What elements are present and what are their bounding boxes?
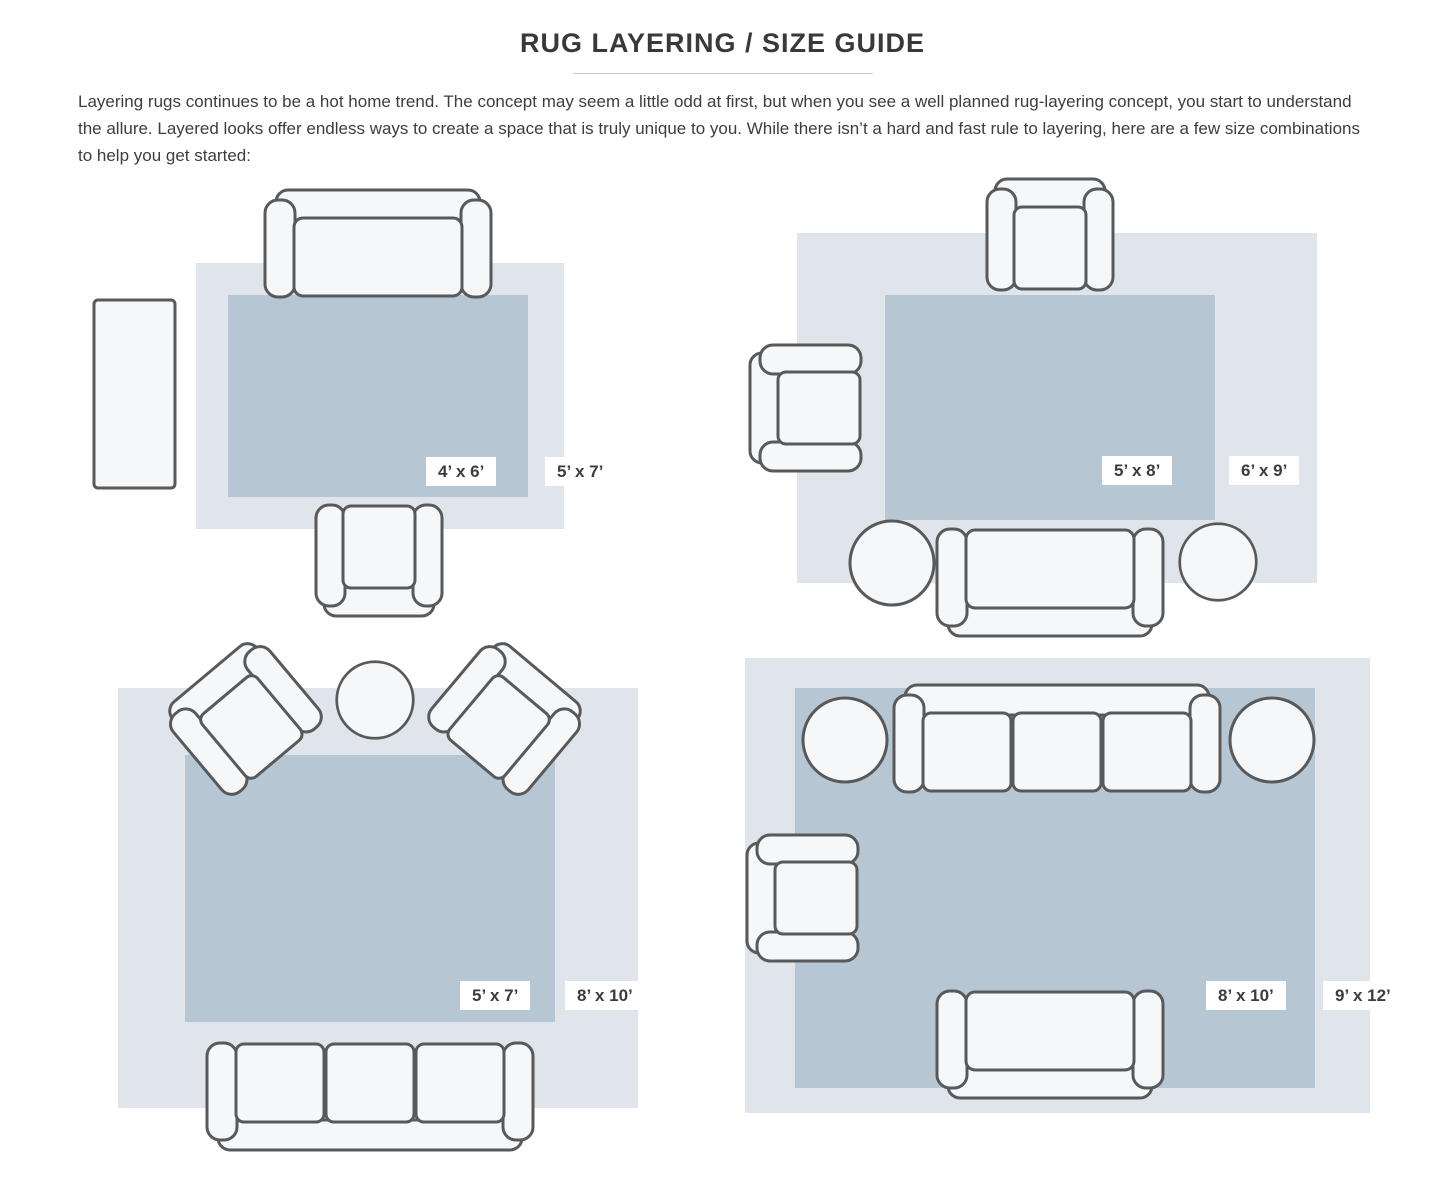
sofa-top <box>892 683 1222 795</box>
inner-rug-size-label: 5’ x 8’ <box>1102 456 1173 485</box>
round-table-left <box>800 695 890 785</box>
inner-rug-size-label: 4’ x 6’ <box>426 457 497 486</box>
armchair-graphic <box>745 833 861 963</box>
outer-rug-size-label: 6’ x 9’ <box>1229 456 1300 485</box>
sofa-bottom <box>935 988 1165 1100</box>
title-divider <box>572 73 873 74</box>
page-title: RUG LAYERING / SIZE GUIDE <box>519 28 926 58</box>
intro-paragraph: Layering rugs continues to be a hot home… <box>78 92 1360 165</box>
round-table-graphic <box>800 695 890 785</box>
round-table-right <box>1227 695 1317 785</box>
inner-rug-size-label: 5’ x 7’ <box>460 981 531 1010</box>
sofa-graphic <box>935 988 1165 1100</box>
outer-rug-size-label: 8’ x 10’ <box>565 981 645 1010</box>
armchair-left <box>745 833 861 963</box>
sofa-graphic <box>892 683 1222 795</box>
round-table-graphic <box>1227 695 1317 785</box>
inner-rug <box>185 755 555 1022</box>
inner-rug-size-label: 8’ x 10’ <box>1206 981 1286 1010</box>
outer-rug-size-label: 9’ x 12’ <box>1323 981 1403 1010</box>
outer-rug-size-label: 5’ x 7’ <box>545 457 616 486</box>
